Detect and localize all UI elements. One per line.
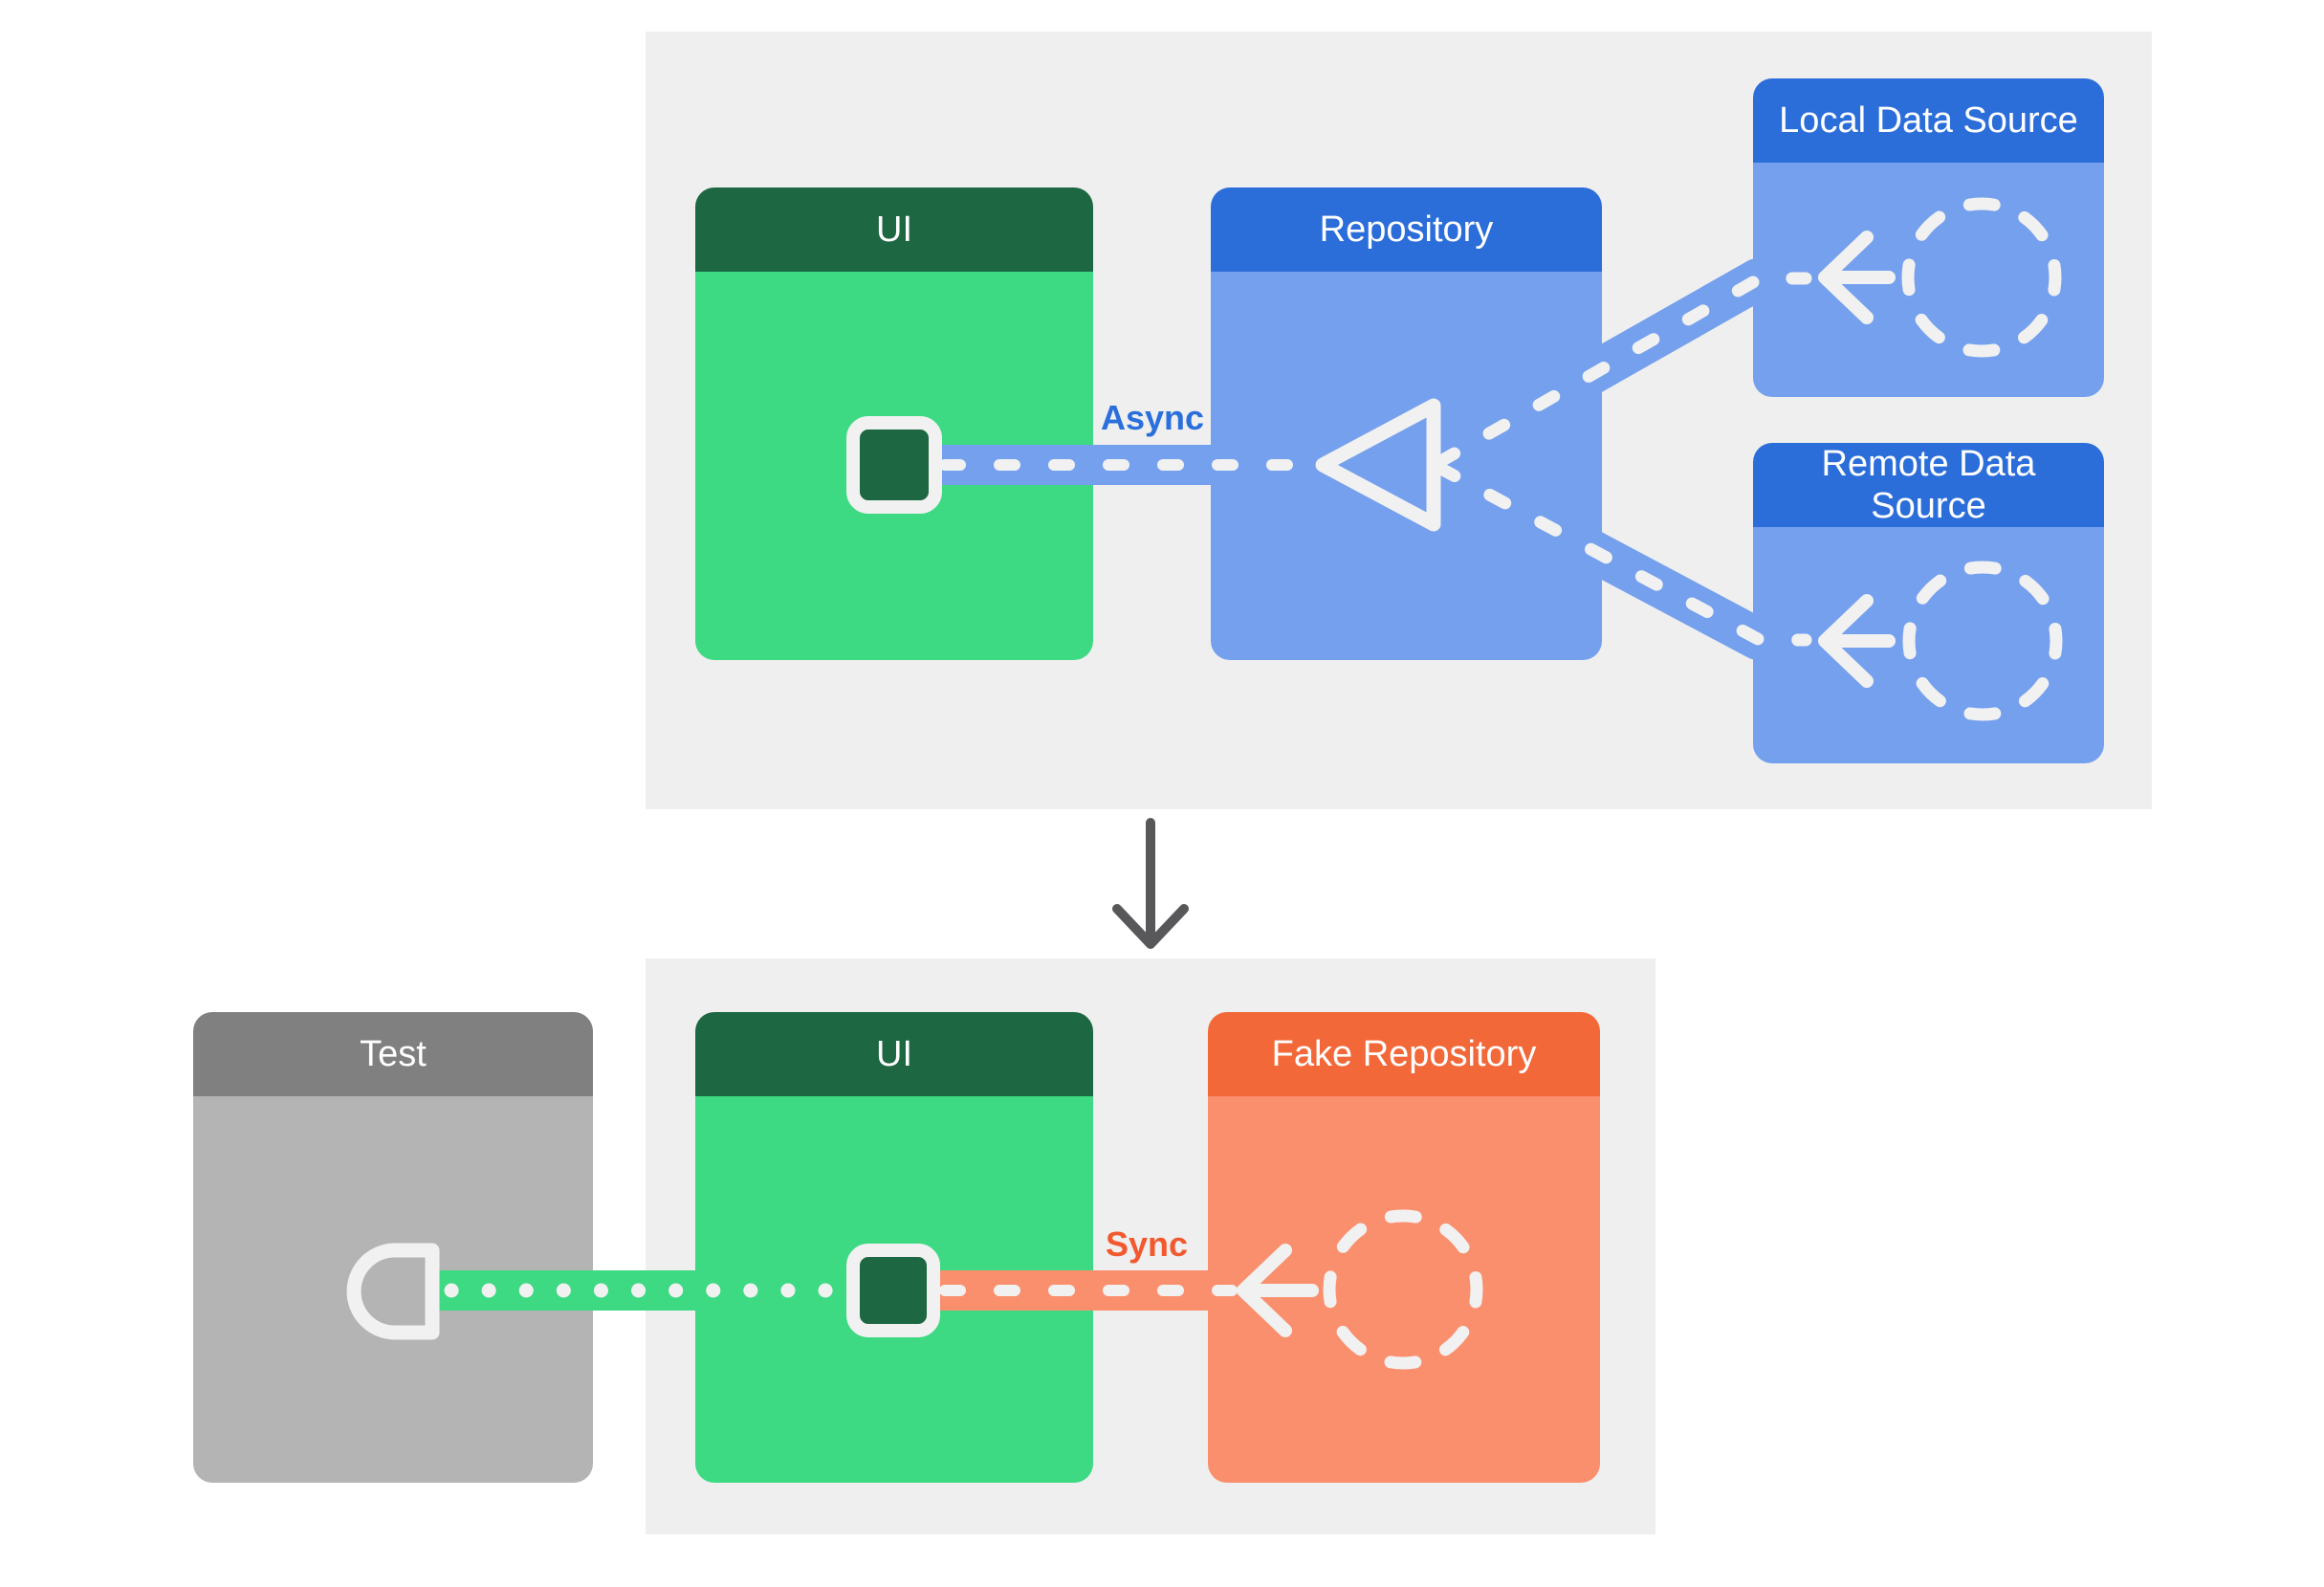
- test-box: Test: [193, 1012, 593, 1483]
- ui-box-top-body: [695, 272, 1093, 660]
- test-box-label: Test: [360, 1034, 427, 1074]
- ui-box-bottom-body: [695, 1096, 1093, 1483]
- repository-box-header: Repository: [1211, 187, 1602, 272]
- ui-box-bottom-header: UI: [695, 1012, 1093, 1096]
- remote-data-source-box: Remote Data Source: [1753, 443, 2104, 763]
- remote-data-source-header: Remote Data Source: [1753, 443, 2104, 527]
- sync-connection-label: Sync: [1105, 1224, 1189, 1264]
- ui-box-top-header: UI: [695, 187, 1093, 272]
- test-box-body: [193, 1096, 593, 1483]
- remote-data-source-label: Remote Data Source: [1821, 444, 2036, 526]
- ui-box-bottom-label: UI: [876, 1034, 912, 1074]
- local-data-source-box: Local Data Source: [1753, 78, 2104, 397]
- repository-box-label: Repository: [1319, 209, 1494, 250]
- async-connection-label: Async: [1100, 398, 1205, 437]
- local-data-source-label: Local Data Source: [1779, 100, 2078, 141]
- test-box-header: Test: [193, 1012, 593, 1096]
- down-arrow-icon: [1112, 818, 1189, 949]
- repository-box-body: [1211, 272, 1602, 660]
- local-data-source-header: Local Data Source: [1753, 78, 2104, 163]
- fake-repository-box: Fake Repository: [1208, 1012, 1600, 1483]
- fake-repository-label: Fake Repository: [1271, 1034, 1537, 1074]
- repository-box: Repository: [1211, 187, 1602, 660]
- remote-data-source-body: [1753, 527, 2104, 763]
- fake-repository-header: Fake Repository: [1208, 1012, 1600, 1096]
- ui-box-bottom: UI: [695, 1012, 1093, 1483]
- ui-box-top: UI: [695, 187, 1093, 660]
- fake-repository-body: [1208, 1096, 1600, 1483]
- ui-box-top-label: UI: [876, 209, 912, 250]
- local-data-source-body: [1753, 163, 2104, 397]
